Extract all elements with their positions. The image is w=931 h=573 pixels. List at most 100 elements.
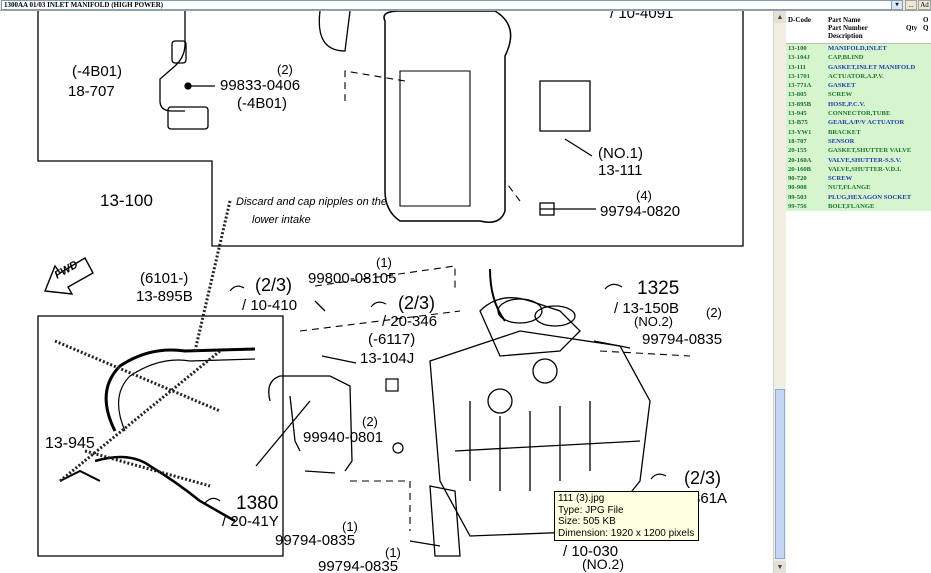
ratio-hook-1 bbox=[229, 285, 245, 292]
row-part-name: VALVE,SHUTTER-V.D.I. bbox=[828, 165, 902, 173]
sensor-connector bbox=[167, 106, 209, 130]
connector-tube bbox=[59, 469, 101, 482]
actuator-a bbox=[487, 388, 513, 414]
label-10-410: / 10-410 bbox=[242, 297, 297, 314]
guide-e bbox=[504, 180, 521, 202]
row-part-name: BOLT,FLANGE bbox=[828, 203, 875, 211]
row-dcode: 90-720 bbox=[788, 175, 807, 183]
scroll-down-icon[interactable]: ▼ bbox=[774, 561, 786, 573]
label-partial-top: / 10-4091 bbox=[610, 11, 673, 22]
hose-upper bbox=[104, 347, 256, 432]
tooltip-type: Type: JPG File bbox=[558, 504, 624, 516]
row-part-name: SENSOR bbox=[828, 137, 855, 145]
table-row[interactable]: 20-160B VALVE,SHUTTER-V.D.I. bbox=[786, 165, 931, 174]
guide-a bbox=[314, 265, 456, 291]
handwritten-note-line2: lower intake bbox=[252, 214, 311, 226]
diagram-select[interactable]: 1300AA 01/03 INLET MANIFOLD (HIGH POWER)… bbox=[1, 0, 903, 10]
label-20-346: / 20-346 bbox=[382, 313, 437, 330]
browse-button[interactable]: ... bbox=[905, 0, 917, 10]
scroll-up-icon[interactable]: ▲ bbox=[774, 11, 786, 23]
runner-lines bbox=[469, 401, 591, 491]
label-99833-0406: 99833-0406 bbox=[220, 77, 300, 94]
row-part-name: VALVE,SHUTTER-S.S.V. bbox=[828, 156, 902, 164]
leader-1380 bbox=[255, 400, 311, 467]
label-no1: (NO.1) bbox=[598, 145, 643, 162]
arrow-1325 bbox=[489, 268, 506, 322]
hose-inset-frame bbox=[37, 315, 284, 557]
row-dcode: 20-160B bbox=[788, 165, 812, 173]
diagram-select-value: 1300AA 01/03 INLET MANIFOLD (HIGH POWER) bbox=[4, 1, 164, 9]
parts-diagram: (-4B01) 18-707 (2) 99833-0406 (-4B01) (N… bbox=[0, 11, 773, 573]
label-99794-0835-b: 99794-0835 bbox=[275, 532, 355, 549]
table-row[interactable]: 13-104J CAP,BLIND bbox=[786, 53, 931, 62]
row-part-name: BRACKET bbox=[828, 128, 861, 136]
row-part-name: CAP,BLIND bbox=[828, 54, 864, 62]
gasket-outline bbox=[383, 11, 512, 223]
label-qty-2a: (2) bbox=[277, 62, 293, 77]
row-part-name: SCREW bbox=[828, 175, 853, 183]
sensor-body bbox=[171, 40, 187, 64]
row-part-name: PLUG,HEXAGON SOCKET bbox=[828, 193, 912, 201]
diagram-scrollbar[interactable]: ▲ ▼ bbox=[773, 11, 786, 573]
header-qty: Qty bbox=[906, 24, 918, 32]
label-99794-0835-c: 99794-0835 bbox=[318, 558, 398, 573]
label-13-895b: 13-895B bbox=[136, 288, 193, 305]
label-99800-08105: 99800-08105 bbox=[308, 270, 396, 287]
guide-c bbox=[350, 480, 411, 531]
chevron-down-icon[interactable]: ▾ bbox=[891, 1, 902, 9]
label-20-41y: / 20-41Y bbox=[222, 513, 279, 530]
label-13-104j: 13-104J bbox=[360, 350, 414, 367]
table-row[interactable]: 90-720 SCREW bbox=[786, 174, 931, 183]
label-1380: 1380 bbox=[236, 493, 278, 514]
row-dcode: 13-1701 bbox=[788, 72, 810, 80]
label-qty-2b: (2) bbox=[706, 305, 722, 320]
row-dcode: 20-160A bbox=[788, 156, 812, 164]
gasket-leader bbox=[564, 138, 593, 157]
row-dcode: 13-945 bbox=[788, 110, 807, 118]
label-4b01-a: (-4B01) bbox=[72, 63, 122, 80]
label-6101: (6101-) bbox=[140, 270, 188, 287]
row-dcode: 13-771A bbox=[788, 82, 812, 90]
scrollbar-thumb[interactable] bbox=[775, 389, 785, 559]
tooltip-filename: 111 (3).jpg bbox=[558, 493, 605, 504]
row-dcode: 13-104J bbox=[788, 54, 810, 62]
row-dcode: 18-707 bbox=[788, 137, 807, 145]
annotation-stroke-2 bbox=[54, 339, 221, 413]
handwritten-note-line1: Discard and cap nipples on the bbox=[236, 196, 387, 208]
label-13-111: 13-111 bbox=[598, 162, 642, 179]
table-row[interactable]: 13-1701 ACTUATOR,A.P.V. bbox=[786, 72, 931, 81]
label-4b01-b: (-4B01) bbox=[237, 95, 287, 112]
row-part-name: NUT,FLANGE bbox=[828, 184, 871, 192]
manifold-flange-line bbox=[454, 440, 641, 452]
label-ratio-1: (2/3) bbox=[255, 275, 292, 295]
label-13-100: 13-100 bbox=[100, 191, 153, 210]
parts-table-header: D-Code Part Name Part Number Description… bbox=[786, 11, 931, 44]
annotation-stroke-1 bbox=[193, 200, 232, 352]
ratio-hook-5 bbox=[204, 497, 221, 504]
table-row[interactable]: 18-707 SENSOR bbox=[786, 137, 931, 146]
detail-frame bbox=[37, 11, 744, 247]
cap-blind bbox=[385, 378, 399, 392]
label-qty-4: (4) bbox=[636, 188, 652, 203]
add-button[interactable]: Ad bbox=[918, 0, 931, 10]
ratio-hook-2 bbox=[370, 301, 387, 308]
row-dcode: 13-B75 bbox=[788, 119, 808, 127]
row-part-name: ACTUATOR,A.P.V. bbox=[828, 72, 884, 80]
pipe-bracket-2 bbox=[289, 395, 301, 452]
manifold-flange bbox=[429, 485, 461, 557]
table-row[interactable]: 20-160A VALVE,SHUTTER-S.S.V. bbox=[786, 156, 931, 165]
row-dcode: 13-805 bbox=[788, 91, 807, 99]
